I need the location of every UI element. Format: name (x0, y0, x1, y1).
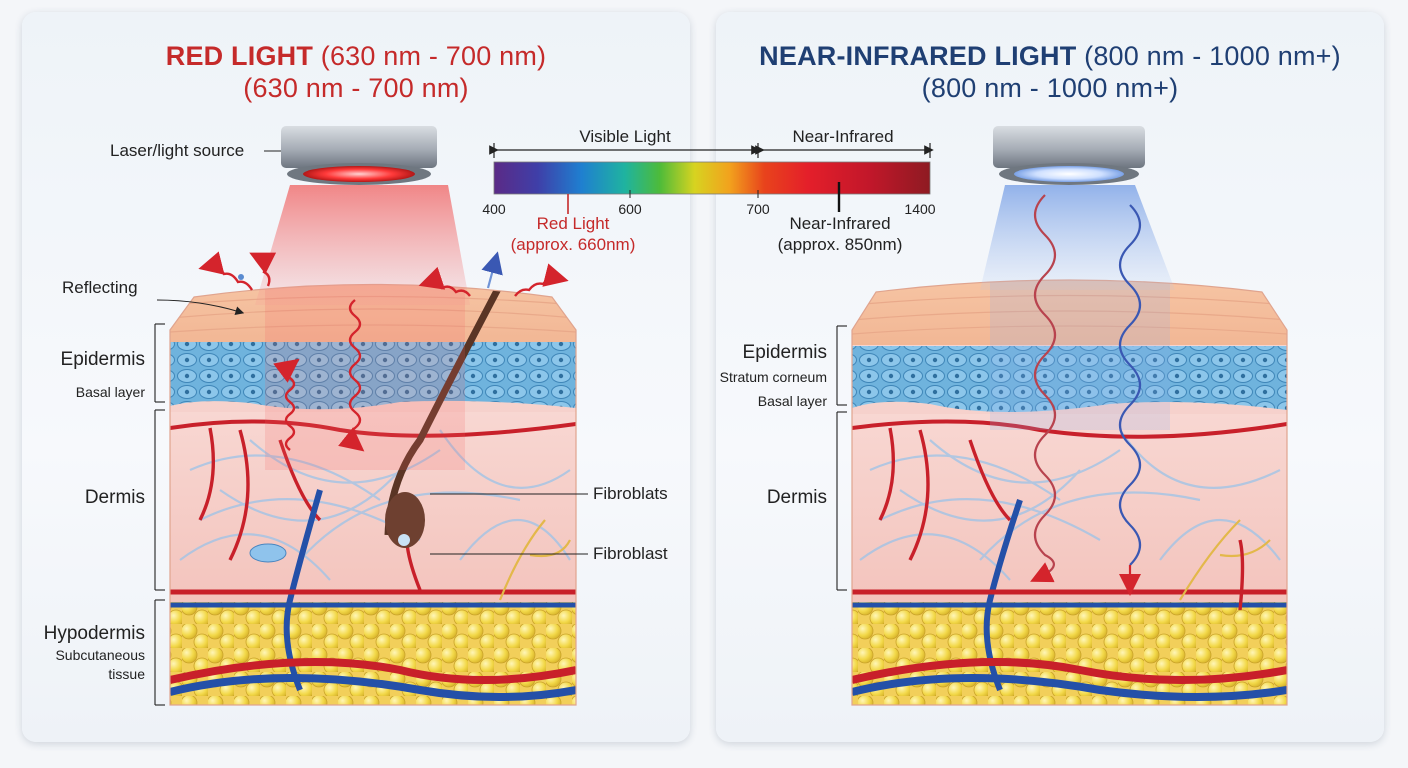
nir-panel-subtitle: (800 nm - 1000 nm+) (921, 73, 1179, 103)
nir-tissue-block (851, 279, 1288, 706)
nir-panel-title: NEAR-INFRARED LIGHT (800 nm - 1000 nm+) (716, 40, 1384, 72)
red-marker-sub: (approx. 660nm) (510, 235, 636, 254)
red-penetration-waves (198, 251, 569, 452)
red-panel-title: RED LIGHT (630 nm - 700 nm) (22, 40, 690, 72)
nir-marker-sub: (approx. 850nm) (777, 235, 903, 254)
nir-title-range: (800 nm - 1000 nm+) (1084, 41, 1341, 71)
red-epidermis-label: Epidermis (60, 349, 145, 370)
red-panel-subtitle: (630 nm - 700 nm) (243, 73, 469, 103)
red-basal-layer-label: Basal layer (75, 384, 145, 400)
nir-penetration-waves (1030, 194, 1142, 596)
tick-600: 600 (618, 201, 642, 217)
red-subcutaneous-label: Subcutaneous (55, 647, 145, 663)
spectrum-visible-label: Visible Light (579, 127, 671, 146)
nir-stratum-corneum-label: Stratum corneum (719, 369, 827, 385)
light-source-label: Laser/light source (110, 141, 245, 160)
fibroblast-label: Fibroblast (593, 544, 668, 563)
spectrum-bar (489, 143, 934, 214)
red-dermis-label: Dermis (84, 487, 145, 508)
nir-dermis-label: Dermis (766, 487, 827, 508)
red-marker-label: Red Light (536, 214, 610, 233)
tick-400: 400 (482, 201, 506, 217)
tick-700: 700 (746, 201, 770, 217)
red-title-bold: RED LIGHT (165, 41, 314, 71)
nir-epidermis-label: Epidermis (742, 342, 827, 363)
red-hypodermis-label: Hypodermis (43, 623, 145, 644)
nir-marker-label: Near-Infrared (789, 214, 891, 233)
reflecting-label: Reflecting (62, 278, 138, 297)
tick-1400: 1400 (904, 201, 936, 217)
fibroblats-label: Fibroblats (593, 484, 668, 503)
red-tissue-label: tissue (108, 666, 145, 682)
label-pointers (154, 150, 847, 706)
spectrum-nir-label: Near-Infrared (792, 127, 894, 146)
red-title-range: (630 nm - 700 nm) (320, 41, 547, 71)
nir-light-source (980, 126, 1175, 290)
nir-basal-layer-label: Basal layer (757, 393, 827, 409)
nir-title-bold: NEAR-INFRARED LIGHT (759, 41, 1077, 71)
red-light-source (255, 126, 470, 305)
red-tissue-block (169, 283, 577, 706)
